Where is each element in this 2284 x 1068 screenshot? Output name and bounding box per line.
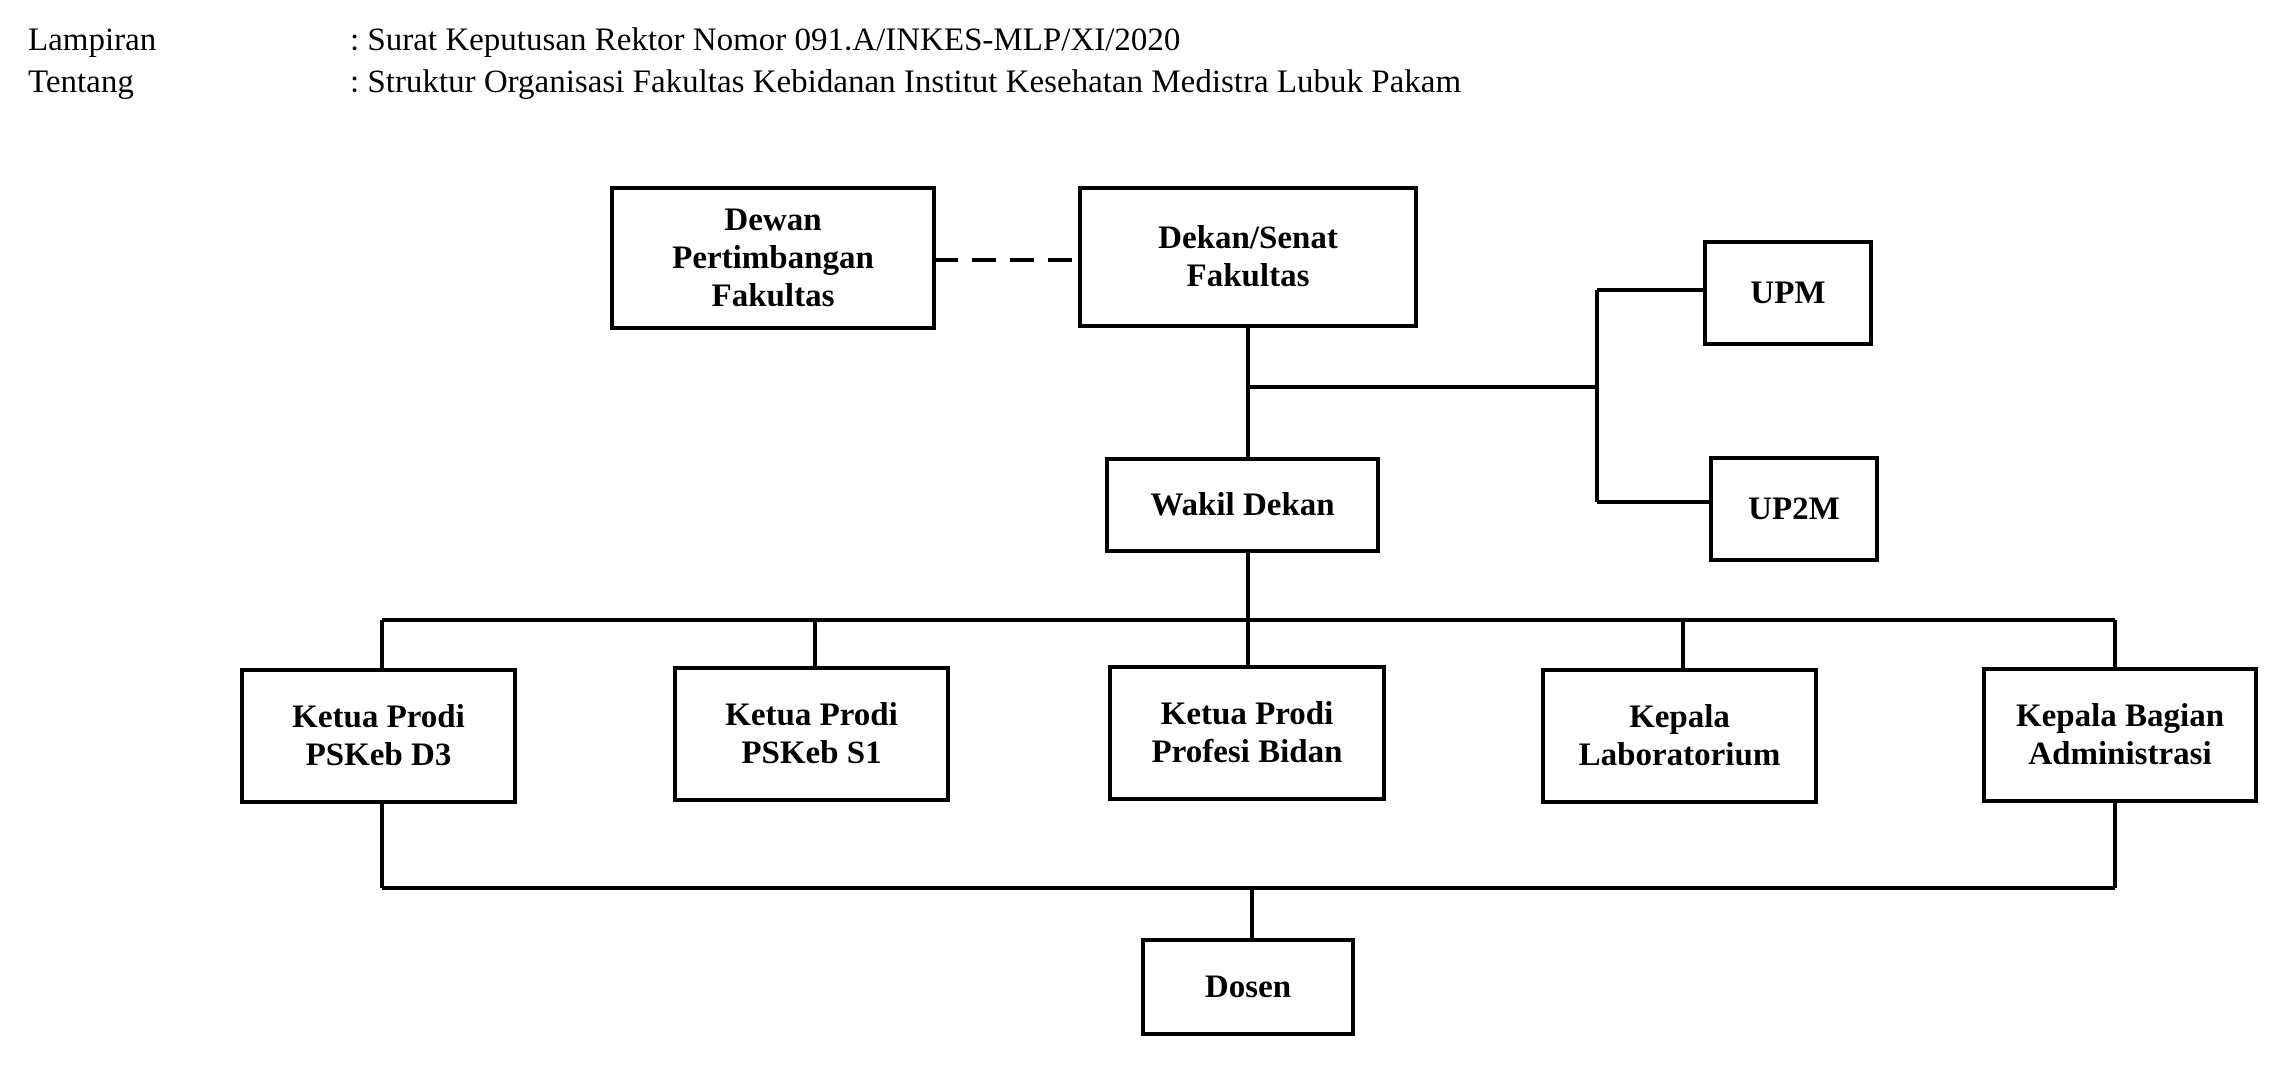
- kepala-lab-label: Kepala Laboratorium: [1578, 699, 1781, 773]
- upm-box: UPM: [1703, 240, 1873, 346]
- kepala-lab-box: Kepala Laboratorium: [1541, 668, 1818, 804]
- kepala-admin-box: Kepala Bagian Administrasi: [1982, 667, 2258, 803]
- upm-label: UPM: [1750, 275, 1826, 311]
- tentang-label: Tentang: [28, 64, 134, 100]
- up2m-label: UP2M: [1748, 491, 1840, 527]
- prodi-s1-label: Ketua Prodi PSKeb S1: [725, 697, 898, 771]
- up2m-box: UP2M: [1709, 456, 1879, 562]
- wakil-dekan-label: Wakil Dekan: [1150, 487, 1335, 523]
- lampiran-label: Lampiran: [28, 22, 157, 58]
- prodi-profesi-label: Ketua Prodi Profesi Bidan: [1151, 696, 1343, 770]
- tentang-value: : Struktur Organisasi Fakultas Kebidanan…: [350, 64, 1462, 100]
- dewan-pertimbangan-box: Dewan Pertimbangan Fakultas: [610, 186, 936, 330]
- dosen-label: Dosen: [1204, 969, 1292, 1005]
- lampiran-value: : Surat Keputusan Rektor Nomor 091.A/INK…: [350, 22, 1181, 58]
- prodi-d3-box: Ketua Prodi PSKeb D3: [240, 668, 517, 804]
- dosen-box: Dosen: [1141, 938, 1355, 1036]
- prodi-s1-box: Ketua Prodi PSKeb S1: [673, 666, 950, 802]
- dewan-pertimbangan-label: Dewan Pertimbangan Fakultas: [672, 202, 874, 314]
- dekan-senat-label: Dekan/Senat Fakultas: [1158, 220, 1338, 294]
- dekan-senat-box: Dekan/Senat Fakultas: [1078, 186, 1418, 328]
- prodi-d3-label: Ketua Prodi PSKeb D3: [292, 699, 465, 773]
- wakil-dekan-box: Wakil Dekan: [1105, 457, 1380, 553]
- prodi-profesi-box: Ketua Prodi Profesi Bidan: [1108, 665, 1386, 801]
- kepala-admin-label: Kepala Bagian Administrasi: [2015, 698, 2225, 772]
